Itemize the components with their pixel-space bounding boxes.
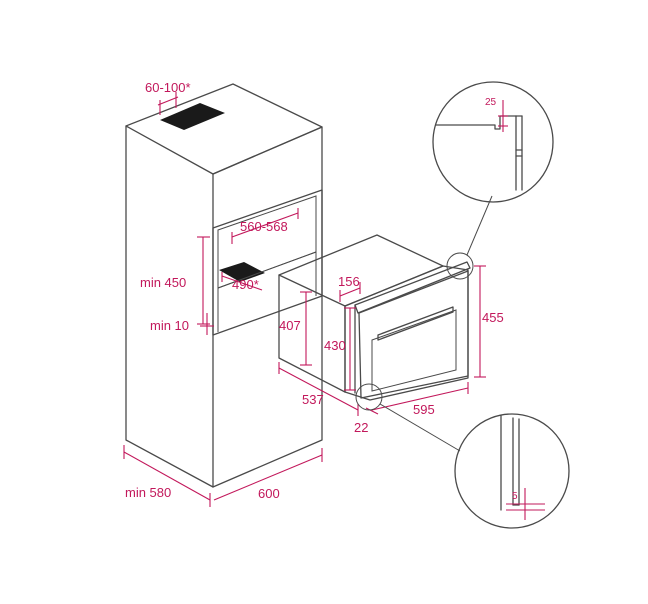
vent-slot: [160, 103, 225, 130]
oven-control-strip: [354, 261, 471, 314]
niche-frame: [212, 189, 323, 336]
oven-left-face: [278, 274, 346, 393]
label-oven-455: 455: [482, 310, 504, 325]
detail-marker-upper: [446, 252, 474, 280]
label-cabinet-width: 600: [258, 486, 280, 501]
tall-cabinet: [125, 83, 323, 488]
detail-circle-upper: [432, 81, 554, 203]
label-detail-5: 5: [512, 491, 518, 502]
oven-top-face: [278, 234, 444, 307]
label-oven-407: 407: [279, 318, 301, 333]
oven-handle: [377, 306, 454, 341]
detail-circle-lower: [454, 413, 570, 529]
label-cabinet-depth: min 580: [125, 485, 171, 500]
detail-marker-lower: [355, 383, 383, 411]
detail-upper: 25: [432, 81, 554, 280]
label-gap-min10: min 10: [150, 318, 189, 333]
label-oven-22: 22: [354, 420, 368, 435]
cabinet-top-face: [125, 83, 323, 175]
label-depth-490: 490*: [232, 277, 259, 292]
label-oven-430: 430: [324, 338, 346, 353]
cabinet-left-face: [125, 125, 214, 488]
oven-window: [371, 309, 457, 392]
label-oven-595: 595: [413, 402, 435, 417]
shelf-cutout: [219, 262, 265, 282]
label-oven-156: 156: [338, 274, 360, 289]
oven: [278, 234, 471, 401]
cabinet-dimensions: 60-100* 560-568 min 450 490* min 10 min …: [123, 80, 323, 507]
label-height-niche: min 450: [140, 275, 186, 290]
oven-door: [358, 270, 469, 399]
label-vent: 60-100*: [145, 80, 191, 95]
oven-dimensions: 156 407 430 455 537 595 22: [278, 265, 504, 435]
label-detail-25: 25: [485, 97, 497, 108]
detail-upper-profile: [435, 115, 517, 130]
label-width-niche: 560-568: [240, 219, 288, 234]
detail-lower: 5: [355, 383, 570, 529]
niche-shelf-line: [217, 251, 317, 289]
label-oven-537: 537: [302, 392, 324, 407]
